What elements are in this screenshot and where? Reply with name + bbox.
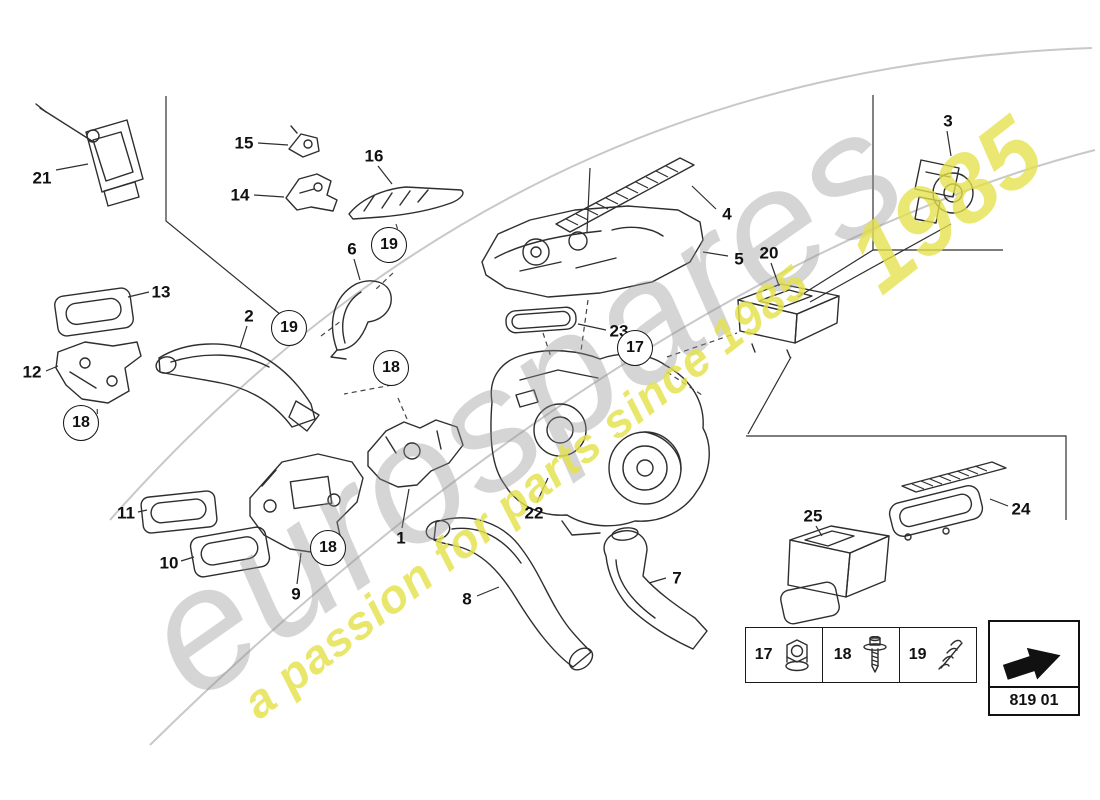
part-label-25[interactable]: 25: [803, 506, 823, 526]
part-label-18-b[interactable]: 18: [63, 405, 99, 441]
legend-number-19: 19: [908, 646, 927, 663]
part-label-13[interactable]: 13: [151, 282, 171, 302]
part-4-drawing: [555, 157, 695, 233]
part-22-drawing: [490, 350, 710, 536]
legend-number-18: 18: [833, 646, 852, 663]
part-label-15[interactable]: 15: [234, 133, 254, 153]
part-2-drawing: [155, 343, 320, 432]
part-label-11[interactable]: 11: [117, 503, 135, 523]
part-label-20[interactable]: 20: [759, 243, 779, 263]
part-label-21[interactable]: 21: [32, 168, 52, 188]
part-8-drawing: [425, 517, 594, 671]
part-20-drawing: [737, 283, 840, 358]
part-label-2[interactable]: 2: [244, 306, 254, 326]
legend-item-18[interactable]: 18: [823, 628, 900, 682]
part-3-drawing: [914, 159, 974, 224]
part-1-drawing: [367, 419, 464, 488]
spring-screw-icon: [938, 639, 963, 670]
part-label-6[interactable]: 6: [347, 239, 357, 259]
legend-number-17: 17: [754, 646, 773, 663]
part-14-drawing: [285, 173, 338, 212]
part-12-drawing: [55, 341, 142, 404]
part-label-4[interactable]: 4: [722, 204, 732, 224]
part-label-12[interactable]: 12: [22, 362, 42, 382]
part-7-drawing: [603, 527, 708, 650]
part-label-14[interactable]: 14: [230, 185, 250, 205]
part-13-drawing: [54, 287, 134, 337]
assembly-bracket-lines: [165, 95, 1067, 520]
part-label-18-a[interactable]: 18: [373, 350, 409, 386]
part-5-drawing: [481, 205, 704, 298]
part-label-24[interactable]: 24: [1011, 499, 1031, 519]
part-label-7[interactable]: 7: [672, 568, 682, 588]
dashed-reference-lines: [96, 223, 738, 555]
part-label-19-b[interactable]: 19: [271, 310, 307, 346]
part-21-drawing: [35, 103, 144, 207]
part-16-drawing: [348, 186, 464, 220]
part-label-8[interactable]: 8: [462, 589, 472, 609]
part-10-drawing: [189, 526, 271, 578]
part-label-17-a[interactable]: 17: [617, 330, 653, 366]
direction-arrow-icon: [1002, 647, 1061, 680]
legend-item-19[interactable]: 19: [900, 628, 976, 682]
part-label-22[interactable]: 22: [524, 503, 544, 523]
part-label-5[interactable]: 5: [734, 249, 744, 269]
part-23-drawing: [505, 306, 577, 334]
part-25-drawing: [780, 525, 890, 625]
part-label-16[interactable]: 16: [364, 146, 384, 166]
part-24-drawing: [888, 461, 1007, 541]
part-label-19-a[interactable]: 19: [371, 227, 407, 263]
part-code: 819 01: [990, 686, 1078, 714]
part-9-drawing: [249, 453, 364, 554]
leader-lines: [45, 130, 1009, 597]
part-label-18-c[interactable]: 18: [310, 530, 346, 566]
part-label-1[interactable]: 1: [396, 528, 406, 548]
part-11-drawing: [140, 490, 218, 534]
part-code-box[interactable]: 819 01: [988, 620, 1080, 716]
part-label-9[interactable]: 9: [291, 584, 301, 604]
fastener-legend: 17 18 19: [745, 627, 977, 683]
flange-nut-icon: [785, 639, 809, 672]
part-label-3[interactable]: 3: [943, 111, 953, 131]
legend-item-17[interactable]: 17: [746, 628, 823, 682]
part-label-10[interactable]: 10: [159, 553, 179, 573]
screw-icon: [863, 636, 887, 673]
part-15-drawing: [288, 125, 320, 158]
part-6-drawing: [330, 280, 392, 360]
